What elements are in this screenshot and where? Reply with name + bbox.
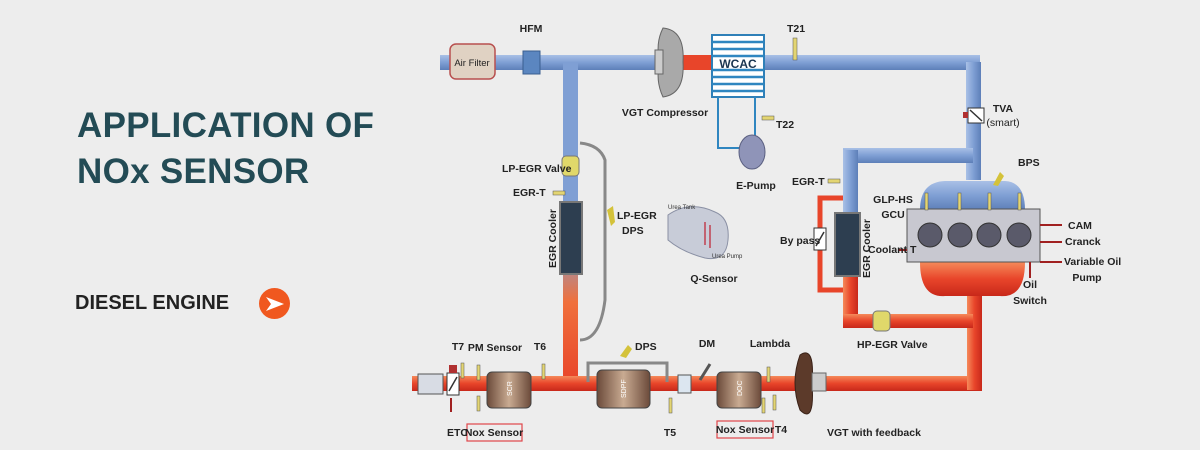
- engine-block: [898, 181, 1062, 297]
- egr-t-right-sensor: [827, 178, 841, 184]
- dps-sensor: [620, 345, 632, 358]
- egr-cooler-right-label: EGR Cooler: [861, 219, 873, 278]
- vgt-compressor: [654, 27, 684, 98]
- lp-egr-dps-sensor: [607, 206, 615, 226]
- hfm-sensor: [522, 50, 541, 75]
- t5-label: T5: [664, 427, 676, 439]
- doc-label: DOC: [737, 380, 744, 396]
- t22-label: T22: [776, 119, 794, 131]
- variable-oil-2-label: Pump: [1072, 272, 1101, 284]
- lp-egr-dps-1-label: LP-EGR: [617, 210, 657, 222]
- vgt-compressor-label: VGT Compressor: [622, 107, 708, 119]
- etc-label: ETC: [447, 427, 468, 439]
- egr-t-left-label: EGR-T: [513, 187, 546, 199]
- e-pump-label: E-Pump: [736, 180, 776, 192]
- e-pump: [738, 134, 766, 170]
- t21-label: T21: [787, 23, 805, 35]
- t21-sensor: [792, 37, 798, 61]
- air-filter-label: Air Filter: [454, 58, 489, 69]
- t7-label: T7: [452, 341, 464, 353]
- cranck-label: Cranck: [1065, 236, 1101, 248]
- scr-label: SCR: [507, 381, 514, 396]
- nox-sensor-2-label: Nox Sensor: [716, 424, 774, 436]
- dm-mixer: [677, 374, 692, 394]
- title-line-2: NOx SENSOR: [77, 152, 310, 191]
- sdpf-filter: [586, 361, 669, 409]
- hfm-label: HFM: [520, 23, 543, 35]
- subtitle: DIESEL ENGINE: [75, 292, 230, 314]
- pm-sensor-label: PM Sensor: [468, 342, 522, 354]
- vgt-turbine: [794, 352, 827, 415]
- arrow-button[interactable]: [259, 288, 291, 319]
- scr-catalyst: [486, 371, 532, 409]
- variable-oil-1-label: Variable Oil: [1064, 256, 1121, 268]
- exhaust-filter: [417, 373, 444, 395]
- oil-switch-2-label: Switch: [1013, 295, 1047, 307]
- urea-tank-label: Urea Tank: [668, 205, 696, 211]
- nox-sensor-1-label: Nox Sensor: [465, 427, 523, 439]
- egr-cooler-right: [834, 212, 861, 277]
- hp-egr-valve: [872, 310, 891, 332]
- egr-cooler-left: [559, 201, 583, 275]
- egr-t-right-label: EGR-T: [792, 176, 825, 188]
- coolant-t-label: Coolant T: [868, 244, 917, 256]
- gcu-label: GCU: [881, 209, 904, 221]
- by-pass-label: By pass: [780, 235, 820, 247]
- cam-label: CAM: [1068, 220, 1092, 232]
- glp-hs-label: GLP-HS: [873, 194, 913, 206]
- etc-valve: [446, 365, 460, 412]
- dm-label: DM: [699, 338, 716, 350]
- title-line-1: APPLICATION OF: [77, 106, 375, 145]
- urea-pump-label: Urea Pump: [712, 254, 743, 260]
- tva-valve: [963, 107, 985, 124]
- lp-egr-dps-2-label: DPS: [622, 225, 644, 237]
- nox-sensor-label-2: Nox Sensor: [716, 420, 774, 439]
- q-sensor-label: Q-Sensor: [690, 273, 737, 285]
- vgt-feedback-label: VGT with feedback: [827, 427, 921, 439]
- t22-sensor: [761, 115, 775, 121]
- tva-sub-label: (smart): [986, 117, 1019, 129]
- t6-label: T6: [534, 341, 546, 353]
- lp-egr-valve: [561, 155, 580, 177]
- hp-egr-valve-label: HP-EGR Valve: [857, 339, 928, 351]
- doc-catalyst: [716, 371, 762, 409]
- lp-egr-dps-line: [579, 141, 607, 342]
- egr-t-left-sensor: [552, 190, 566, 196]
- tva-label: TVA: [993, 103, 1014, 115]
- urea-tank: [667, 206, 729, 260]
- lambda-label: Lambda: [750, 338, 790, 350]
- sdpf-label: SDPF: [621, 379, 628, 398]
- dps-label: DPS: [635, 341, 657, 353]
- egr-cooler-left-label: EGR Cooler: [547, 209, 559, 268]
- wcac-cooler: WCAC: [711, 34, 765, 149]
- lp-egr-valve-label: LP-EGR Valve: [502, 163, 572, 175]
- dm-injector: [698, 363, 712, 381]
- bypass-valve: [813, 227, 827, 251]
- chevron-right-arrow-icon: [265, 296, 284, 311]
- air-filter: Air Filter: [449, 43, 496, 80]
- wcac-label: WCAC: [719, 57, 757, 71]
- oil-switch-1-label: Oil: [1023, 279, 1037, 291]
- bps-label: BPS: [1018, 157, 1040, 169]
- page-title: APPLICATION OF NOx SENSOR: [77, 103, 374, 195]
- t4-label: T4: [775, 424, 787, 436]
- temperature-sensors: [460, 362, 777, 414]
- diesel-engine-link[interactable]: DIESEL ENGINE: [75, 288, 291, 319]
- nox-sensor-label-1: Nox Sensor: [465, 423, 523, 442]
- bps-sensor: [993, 172, 1004, 186]
